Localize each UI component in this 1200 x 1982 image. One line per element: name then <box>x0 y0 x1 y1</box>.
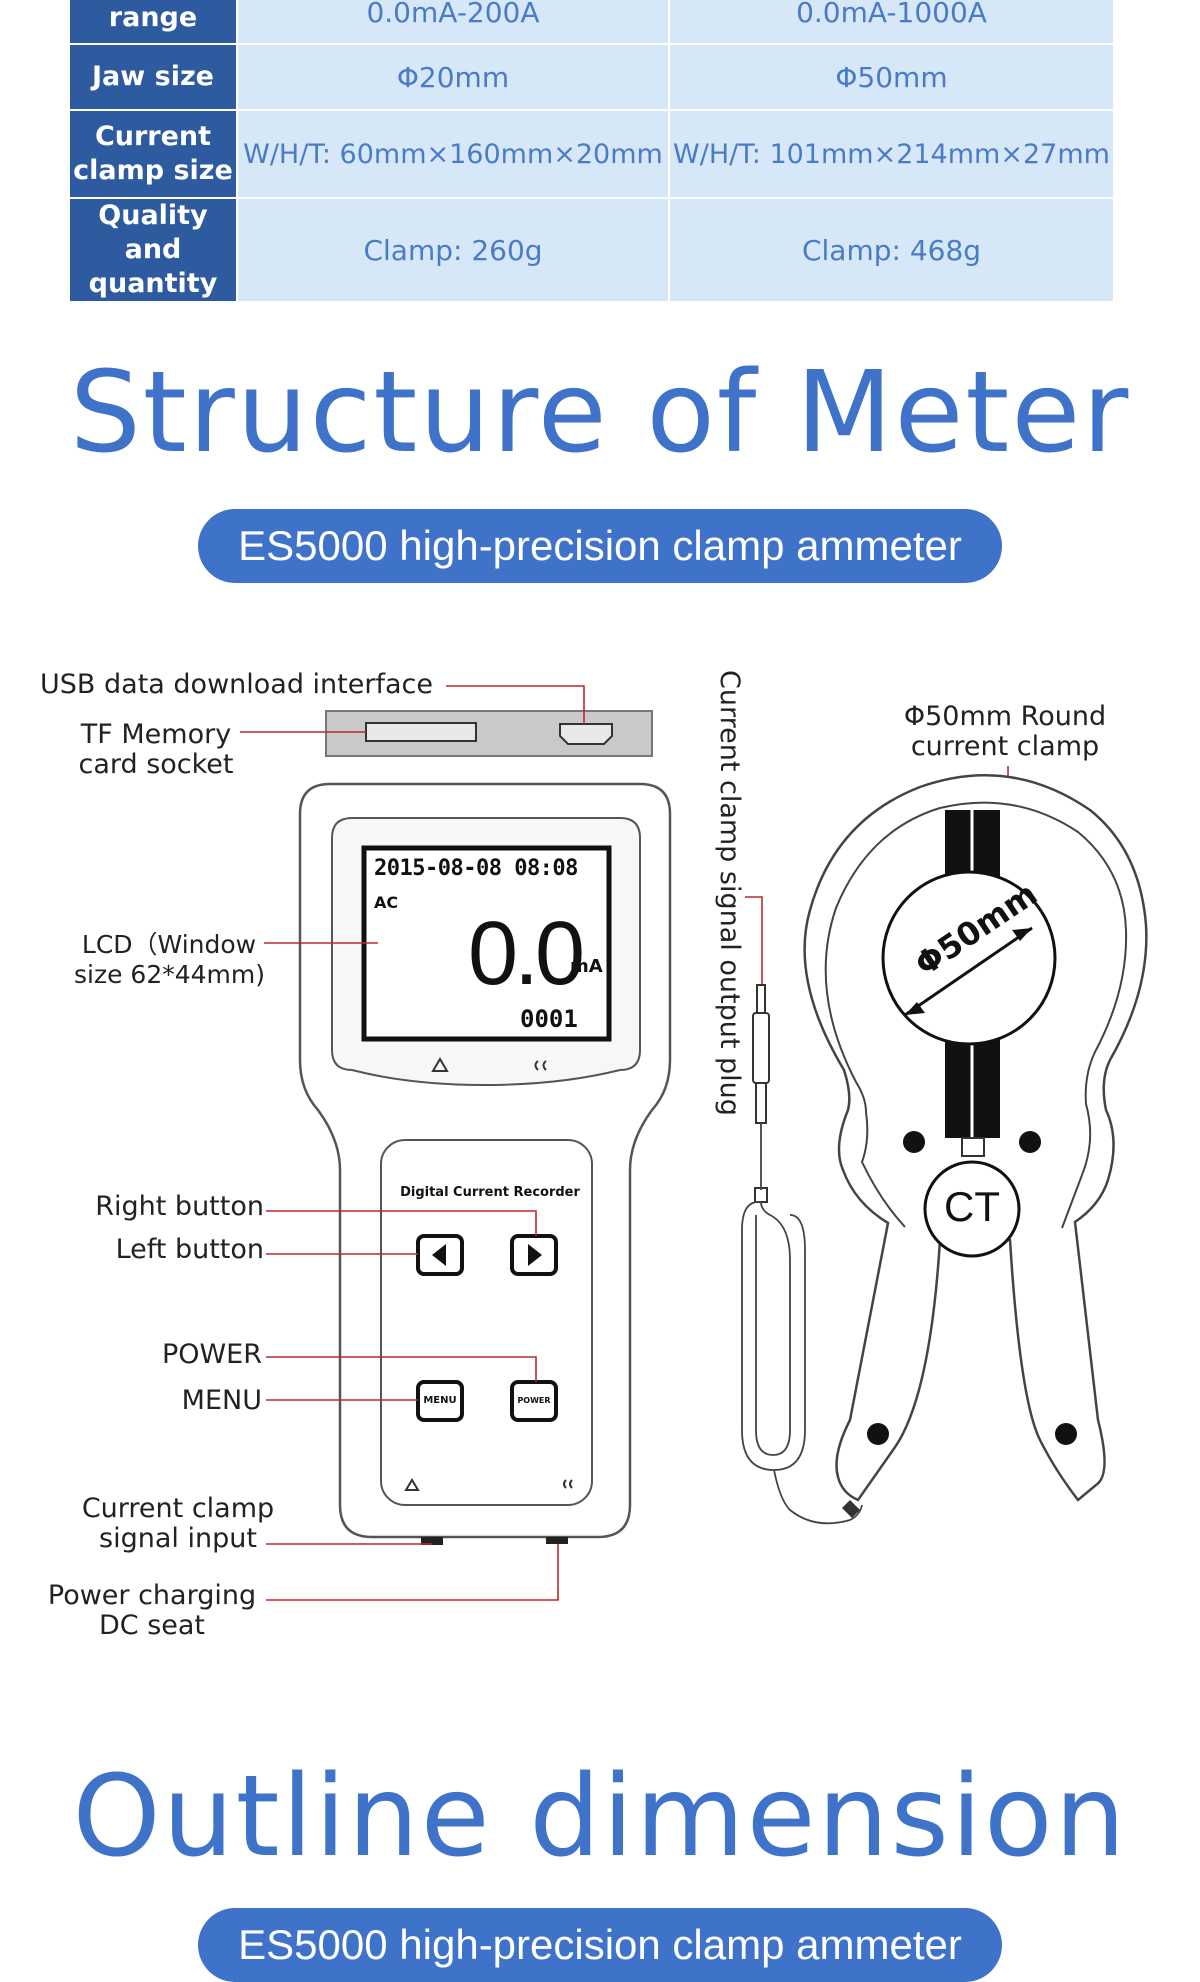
clamp-hole <box>1055 1423 1077 1445</box>
left-arrow-icon <box>432 1244 446 1266</box>
ce-mark-icon <box>534 1060 547 1071</box>
usb-port <box>559 723 613 745</box>
row-label: range <box>68 0 238 45</box>
usb-interface-label: USB data download interface <box>40 669 433 700</box>
lcd-label: LCD（Window size 62*44mm) <box>74 930 266 990</box>
charging-seat-label-line1: Power charging <box>47 1580 257 1611</box>
signal-cable <box>741 1123 863 1525</box>
panel-title: Digital Current Recorder <box>400 1185 580 1200</box>
round-clamp-label: Φ50mm Round current clamp <box>880 702 1130 762</box>
clamp-inner-outline <box>824 801 1128 1229</box>
lcd-unit: mA <box>570 956 603 977</box>
clamp-input-label-line1: Current clamp <box>81 1493 275 1524</box>
outline-subtitle-badge: ES5000 high-precision clamp ammeter <box>198 1908 1002 1982</box>
dc-charging-jack <box>546 1537 568 1544</box>
clamp-hole <box>903 1131 925 1153</box>
table-row: Quality and quantity Clamp: 260g Clamp: … <box>68 197 1115 303</box>
menu-key <box>416 1380 464 1422</box>
menu-key-label: MENU <box>423 1395 457 1406</box>
table-cell: Clamp: 468g <box>668 197 1115 303</box>
signal-output-plug-label: Current clamp signal output plug <box>714 670 745 1116</box>
table-cell: W/H/T: 101mm×214mm×27mm <box>668 109 1115 199</box>
power-key <box>510 1380 558 1422</box>
clamp-input-label-line2: signal input <box>99 1523 257 1554</box>
lcd-value: 0.0 <box>468 904 585 1004</box>
leader-lines <box>240 685 1009 1601</box>
row-label: Jaw size <box>68 43 238 111</box>
right-arrow-icon <box>528 1244 542 1266</box>
row-label: Current clamp size <box>68 109 238 199</box>
left-button-label: Left button <box>115 1234 264 1265</box>
panel-warning-icon <box>404 1478 420 1491</box>
row-label: Quality and quantity <box>68 197 238 303</box>
signal-output-plug <box>752 984 770 1203</box>
panel-ce-mark-icon <box>563 1479 573 1489</box>
lcd-counter: 0001 <box>520 1005 578 1033</box>
structure-subtitle-badge: ES5000 high-precision clamp ammeter <box>198 509 1002 583</box>
round-clamp-label-line2: current clamp <box>910 731 1100 762</box>
tf-socket-label-line2: card socket <box>78 749 234 780</box>
clamp-input-label: Current clamp signal input <box>70 1494 286 1554</box>
menu-label: MENU <box>181 1385 262 1416</box>
outline-title: Outline dimension <box>72 1752 1128 1882</box>
tf-socket-label: TF Memory card socket <box>74 720 238 780</box>
table-cell: Clamp: 260g <box>236 197 670 303</box>
ct-label: CT <box>944 1183 1000 1230</box>
lcd-screen <box>361 845 612 1042</box>
round-clamp-label-line1: Φ50mm Round <box>903 701 1107 732</box>
power-label: POWER <box>161 1339 262 1370</box>
diameter-arrow <box>904 926 1033 1017</box>
lcd-mode: AC <box>374 893 399 912</box>
table-row: Jaw size Φ20mm Φ50mm <box>68 43 1115 111</box>
tf-socket-label-line1: TF Memory <box>80 719 232 750</box>
tf-card-slot <box>365 722 477 742</box>
table-cell: 0.0mA-1000A <box>668 0 1115 45</box>
lcd-label-line1: LCD（Window <box>81 930 257 959</box>
ct-badge <box>923 1160 1021 1258</box>
spec-table: range 0.0mA-200A 0.0mA-1000A Jaw size Φ2… <box>68 0 1115 303</box>
warning-icon <box>431 1057 449 1072</box>
charging-seat-label-line2: DC seat <box>98 1610 206 1641</box>
table-cell: Φ50mm <box>668 43 1115 111</box>
table-cell: Φ20mm <box>236 43 670 111</box>
table-row: Current clamp size W/H/T: 60mm×160mm×20m… <box>68 109 1115 199</box>
table-row: range 0.0mA-200A 0.0mA-1000A <box>68 0 1115 45</box>
lcd-datetime: 2015-08-08 08:08 <box>374 856 578 881</box>
clamp-signal-jack <box>421 1537 443 1545</box>
charging-seat-label: Power charging DC seat <box>40 1581 264 1641</box>
power-key-label: POWER <box>517 1396 551 1405</box>
lcd-label-line2: size 62*44mm) <box>74 960 266 989</box>
clamp-hole <box>867 1423 889 1445</box>
table-cell: 0.0mA-200A <box>236 0 670 45</box>
table-cell: W/H/T: 60mm×160mm×20mm <box>236 109 670 199</box>
right-button-label: Right button <box>95 1191 264 1222</box>
clamp-hole <box>1019 1131 1041 1153</box>
structure-title: Structure of Meter <box>69 348 1131 478</box>
